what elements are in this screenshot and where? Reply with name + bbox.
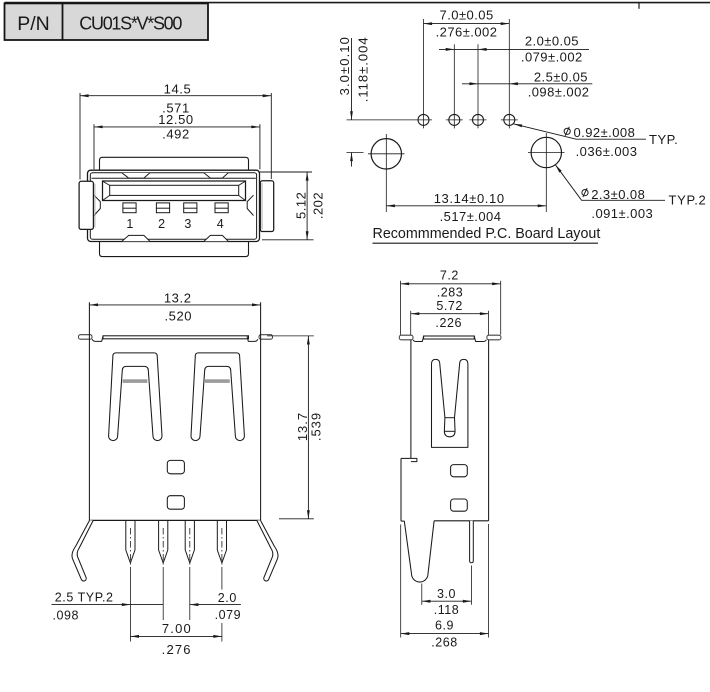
svg-text:.091±.003: .091±.003 [591,206,653,221]
svg-text:2: 2 [158,217,165,231]
svg-text:.118±.004: .118±.004 [355,36,370,102]
svg-text:P/N: P/N [17,13,50,35]
svg-text:.098±.002: .098±.002 [528,84,590,99]
svg-text:3: 3 [184,217,191,231]
svg-text:13.14±0.10: 13.14±0.10 [434,191,505,206]
svg-text:7.00: 7.00 [162,621,192,636]
svg-text:.276: .276 [162,642,192,657]
svg-text:.079±.002: .079±.002 [521,49,583,64]
svg-text:.226: .226 [435,316,462,330]
svg-text:4: 4 [217,217,224,231]
svg-text:1: 1 [126,217,133,231]
svg-text:2.3±0.08: 2.3±0.08 [591,187,645,202]
svg-text:TYP.2: TYP.2 [669,193,707,208]
svg-text:7.2: 7.2 [440,269,459,283]
svg-text:.539: .539 [309,412,324,441]
svg-text:.520: .520 [164,308,192,323]
svg-text:CU01S*V*S00: CU01S*V*S00 [79,14,182,34]
svg-text:0.92±.008: 0.92±.008 [574,125,636,140]
svg-text:.571: .571 [162,100,190,115]
svg-text:3.0±0.10: 3.0±0.10 [337,36,352,95]
svg-text:6.9: 6.9 [435,619,454,633]
svg-text:.036±.003: .036±.003 [576,144,638,159]
svg-text:5.12: 5.12 [294,192,309,219]
svg-text:.202: .202 [310,192,325,219]
svg-text:Recommmended P.C. Board Layout: Recommmended P.C. Board Layout [373,226,601,242]
svg-text:3.0: 3.0 [437,587,456,601]
svg-text:13.2: 13.2 [164,291,192,306]
svg-text:.283: .283 [437,286,464,300]
svg-text:.276±.002: .276±.002 [436,25,498,40]
svg-text:.079: .079 [215,608,242,622]
svg-text:7.0±0.05: 7.0±0.05 [440,8,494,23]
svg-text:12.50: 12.50 [158,112,194,127]
svg-text:.492: .492 [162,126,190,141]
svg-text:.517±.004: .517±.004 [440,209,502,224]
svg-text:.268: .268 [431,636,458,650]
svg-text:2.0: 2.0 [218,591,237,605]
svg-text:13.7: 13.7 [295,412,310,441]
svg-text:TYP.: TYP. [649,132,678,147]
svg-text:.098: .098 [53,609,80,623]
svg-text:2.5±0.05: 2.5±0.05 [534,70,588,85]
svg-text:5.72: 5.72 [436,299,463,313]
svg-text:14.5: 14.5 [164,81,192,96]
svg-text:2.5 TYP.2: 2.5 TYP.2 [55,591,114,605]
svg-text:.118: .118 [434,603,460,617]
svg-text:2.0±0.05: 2.0±0.05 [525,34,579,49]
